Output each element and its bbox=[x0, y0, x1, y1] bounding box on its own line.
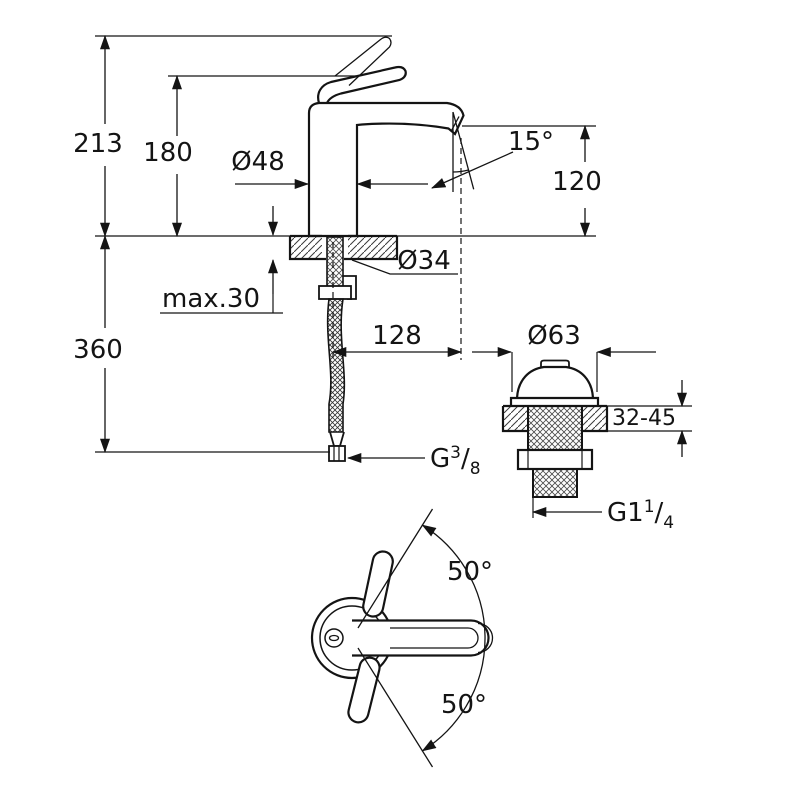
hose-end-cone bbox=[329, 431, 345, 447]
hose-thread-prefix: G bbox=[430, 444, 450, 474]
drain-locknut-facets bbox=[527, 450, 583, 469]
mounting-nut bbox=[318, 285, 352, 300]
lever-raised-phantom bbox=[334, 36, 392, 86]
faucet-body-spout-outline bbox=[307, 101, 465, 238]
swivel-arc bbox=[421, 524, 486, 752]
drain-flange bbox=[509, 396, 600, 406]
drain-assembly-view bbox=[501, 359, 609, 498]
dim-swivel-bottom-label: 50° bbox=[441, 690, 487, 720]
dim-spout-reach-label: 128 bbox=[372, 321, 422, 351]
drain-locknut bbox=[516, 448, 594, 471]
dim-34-leader bbox=[351, 259, 458, 275]
logo-button-detail bbox=[328, 634, 340, 642]
aerator-line bbox=[450, 116, 460, 132]
dimension-labels: 213 180 Ø48 15° 120 Ø34 max.30 360 128 Ø… bbox=[73, 127, 676, 720]
drain-tailpiece bbox=[532, 468, 578, 498]
dim-total-height-label: 213 bbox=[73, 129, 123, 159]
dim-drain-deck-range-label: 32-45 bbox=[612, 406, 676, 431]
drain-thread-prefix: G1 bbox=[607, 498, 644, 528]
drain-threaded-body bbox=[527, 405, 583, 451]
lever-handle bbox=[317, 65, 407, 104]
dim-below-deck-label: 360 bbox=[73, 335, 123, 365]
handle-phantom-down bbox=[347, 656, 381, 724]
hose-thread-numerator: 3 bbox=[450, 443, 461, 463]
hose-end-nut-facets bbox=[333, 446, 340, 461]
flex-hose bbox=[326, 298, 346, 433]
dimension-lines bbox=[95, 34, 692, 518]
dim-hole-diameter-label: Ø34 bbox=[397, 246, 451, 276]
faucet-top-view bbox=[310, 508, 494, 768]
drain-deck-hatch bbox=[503, 406, 607, 431]
drain-thread-slash: / bbox=[655, 498, 664, 528]
dim-hose-thread-label: G3/8 bbox=[430, 443, 481, 479]
angle-15-leader bbox=[431, 151, 514, 189]
faucet-side-view bbox=[288, 36, 465, 462]
swivel-radial-lines bbox=[357, 508, 434, 768]
angle-15-arc bbox=[452, 169, 469, 173]
spout-top-outline bbox=[352, 619, 490, 657]
center-lines bbox=[332, 138, 462, 360]
drain-thread-denominator: 4 bbox=[663, 513, 674, 533]
spout-tip-arc bbox=[477, 622, 494, 654]
dim-base-diameter-label: Ø48 bbox=[231, 147, 285, 177]
angle-15-lines bbox=[452, 111, 475, 192]
handle-phantom-up bbox=[362, 550, 394, 618]
dim-max-deck-label: max.30 bbox=[162, 284, 260, 314]
extension-lines bbox=[95, 35, 692, 518]
dim-spout-angle-label: 15° bbox=[508, 127, 554, 157]
dim-swivel-top-label: 50° bbox=[447, 557, 493, 587]
logo-button bbox=[324, 628, 344, 648]
drain-dome bbox=[515, 365, 595, 399]
hose-thread-slash: / bbox=[461, 444, 470, 474]
dim-drain-thread-label: G11/4 bbox=[607, 497, 674, 533]
drain-knob bbox=[540, 359, 570, 367]
deck-hatch bbox=[290, 236, 397, 259]
dim-spout-height-label: 120 bbox=[552, 167, 602, 197]
deck-outline bbox=[288, 234, 399, 261]
drain-thread-numerator: 1 bbox=[644, 497, 655, 517]
hose-end-nut bbox=[328, 445, 346, 462]
dim-drain-diameter-label: Ø63 bbox=[527, 321, 581, 351]
spout-top-inner bbox=[390, 627, 479, 649]
dim-body-height-label: 180 bbox=[143, 138, 193, 168]
hose-thread-denominator: 8 bbox=[470, 459, 481, 479]
